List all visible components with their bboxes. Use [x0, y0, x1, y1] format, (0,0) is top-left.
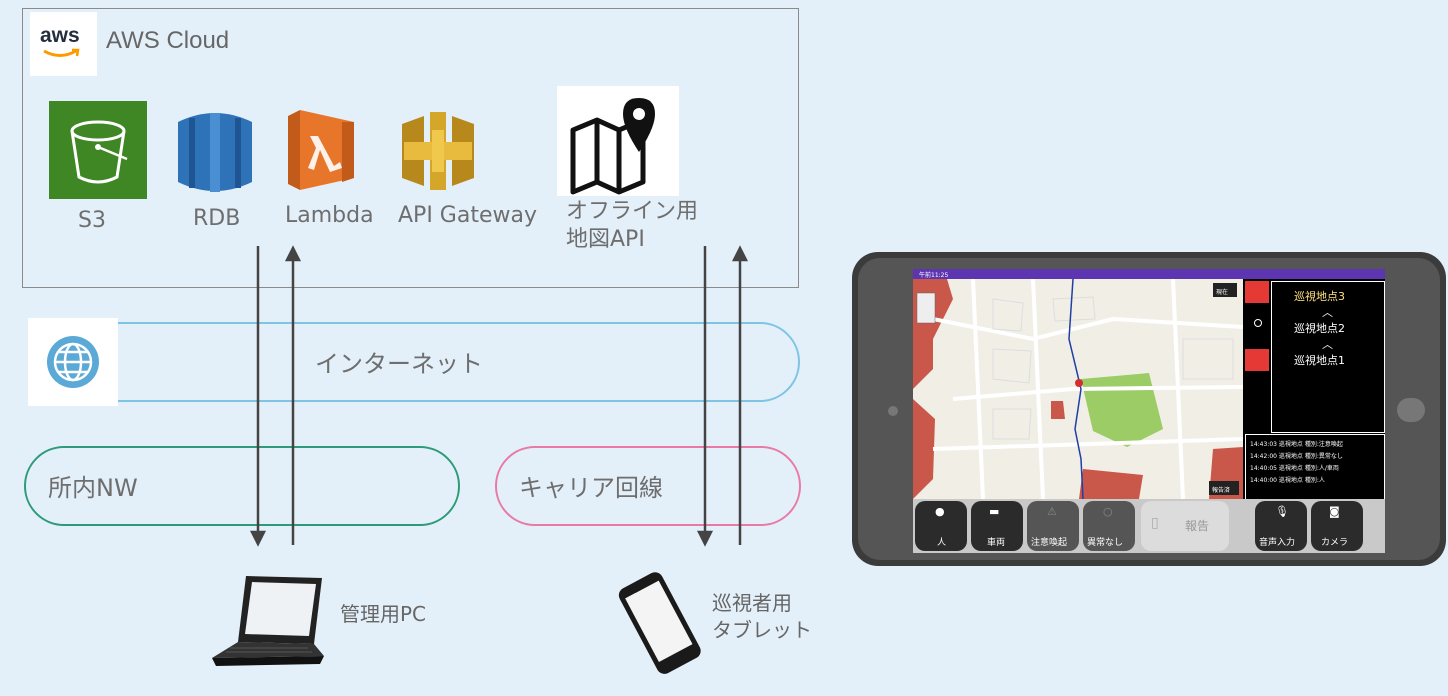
log-row: 14:40:00 巡視地点 種別:人 — [1250, 477, 1325, 484]
indicator-column — [1245, 281, 1269, 431]
pc-label: 管理用PC — [340, 602, 427, 626]
pc-down-arrowhead — [249, 530, 267, 547]
lambda-label: Lambda — [285, 203, 374, 228]
indicator-top-red — [1245, 281, 1269, 303]
internet-label: インターネット — [315, 350, 483, 378]
microphone-icon: 🎙 — [1275, 505, 1289, 518]
up-chevron-icon: ︿ — [1322, 338, 1333, 351]
aws-logo-text: aws — [40, 24, 80, 47]
tablet-camera-dot — [888, 406, 898, 416]
map-pin-icon — [557, 86, 679, 196]
document-icon: ▯ — [1151, 515, 1159, 531]
log-row: 14:42:00 巡視地点 種別:異常なし — [1250, 453, 1343, 460]
map-current-button[interactable]: 現在 — [1216, 289, 1229, 296]
offline-map-label-line1: オフライン用 — [566, 199, 699, 224]
caution-button[interactable]: ⚠ 注意喚起 — [1027, 501, 1079, 551]
tablet-screen: 午前11:25 — [913, 269, 1385, 553]
person-icon: ● — [935, 505, 945, 518]
log-row: 14:40:05 巡視地点 種別:人/車両 — [1250, 465, 1339, 472]
aws-logo: aws — [30, 12, 97, 76]
log-panel: 14:43:03 巡視地点 種別:注意喚起 14:42:00 巡視地点 種別:異… — [1245, 434, 1385, 502]
carrier-network — [495, 446, 801, 526]
offline-map-api-label: オフライン用 地図API — [566, 198, 698, 254]
camera-button[interactable]: ◙ カメラ — [1311, 501, 1363, 551]
api-gateway-icon — [402, 112, 474, 194]
offline-map-label-line2: 地図API — [566, 227, 645, 252]
lambda-icon — [286, 108, 356, 196]
aws-cloud-boundary — [22, 8, 799, 288]
patrol-point-3[interactable]: 巡視地点3 — [1294, 290, 1345, 303]
up-chevron-icon: ︿ — [1322, 306, 1333, 319]
indicator-mid-red — [1245, 349, 1269, 371]
carrier-network-label: キャリア回線 — [519, 474, 663, 502]
api-gateway-label: API Gateway — [398, 203, 537, 228]
tablet-label-line2: タブレット — [712, 618, 812, 642]
map-report-done-button[interactable]: 報告済 — [1212, 487, 1231, 494]
tablet-up-arrowhead — [731, 245, 749, 262]
connection-arrows — [249, 245, 749, 547]
circle-icon: ○ — [1103, 505, 1113, 518]
no-anomaly-button[interactable]: ○ 異常なし — [1083, 501, 1135, 551]
rdb-label: RDB — [193, 206, 241, 231]
person-button[interactable]: ● 人 — [915, 501, 967, 551]
action-bar: ● 人 ▬ 車両 ⚠ 注意喚起 ○ 異常なし ▯ 報告 🎙 音声入力 ◙ カメラ — [913, 499, 1385, 553]
pc-up-arrowhead — [284, 245, 302, 262]
vehicle-button[interactable]: ▬ 車両 — [971, 501, 1023, 551]
status-bar: 午前11:25 — [913, 269, 1385, 279]
aws-cloud-title: AWS Cloud — [106, 27, 230, 54]
tablet-down-arrowhead — [696, 530, 714, 547]
tablet-label-line1: 巡視者用 — [712, 591, 792, 615]
laptop-icon — [208, 572, 328, 672]
voice-input-button[interactable]: 🎙 音声入力 — [1255, 501, 1307, 551]
indicator-circle — [1254, 319, 1262, 327]
internal-network-label: 所内NW — [48, 474, 138, 502]
s3-icon — [49, 101, 147, 199]
rdb-icon — [174, 108, 256, 200]
tablet-user-label: 巡視者用 タブレット — [712, 590, 812, 644]
aws-smile-icon — [43, 48, 80, 57]
patrol-point-2[interactable]: 巡視地点2 — [1294, 322, 1345, 335]
globe-icon — [28, 318, 118, 406]
patrol-point-1[interactable]: 巡視地点1 — [1294, 354, 1345, 367]
patrol-point-panel: 巡視地点3 ︿ 巡視地点2 ︿ 巡視地点1 — [1271, 281, 1385, 433]
map-graphic — [913, 279, 1243, 499]
report-button[interactable]: ▯ 報告 — [1141, 501, 1229, 551]
internal-network — [24, 446, 460, 526]
tablet-home-button[interactable] — [1397, 398, 1425, 422]
log-row: 14:43:03 巡視地点 種別:注意喚起 — [1250, 441, 1343, 448]
camera-icon: ◙ — [1329, 505, 1340, 518]
smartphone-icon — [612, 570, 704, 682]
car-icon: ▬ — [989, 505, 1000, 518]
status-time: 午前11:25 — [919, 272, 949, 279]
warning-icon: ⚠ — [1047, 505, 1057, 518]
map-view[interactable]: 現在 報告済 — [913, 279, 1243, 499]
s3-label: S3 — [78, 208, 106, 233]
